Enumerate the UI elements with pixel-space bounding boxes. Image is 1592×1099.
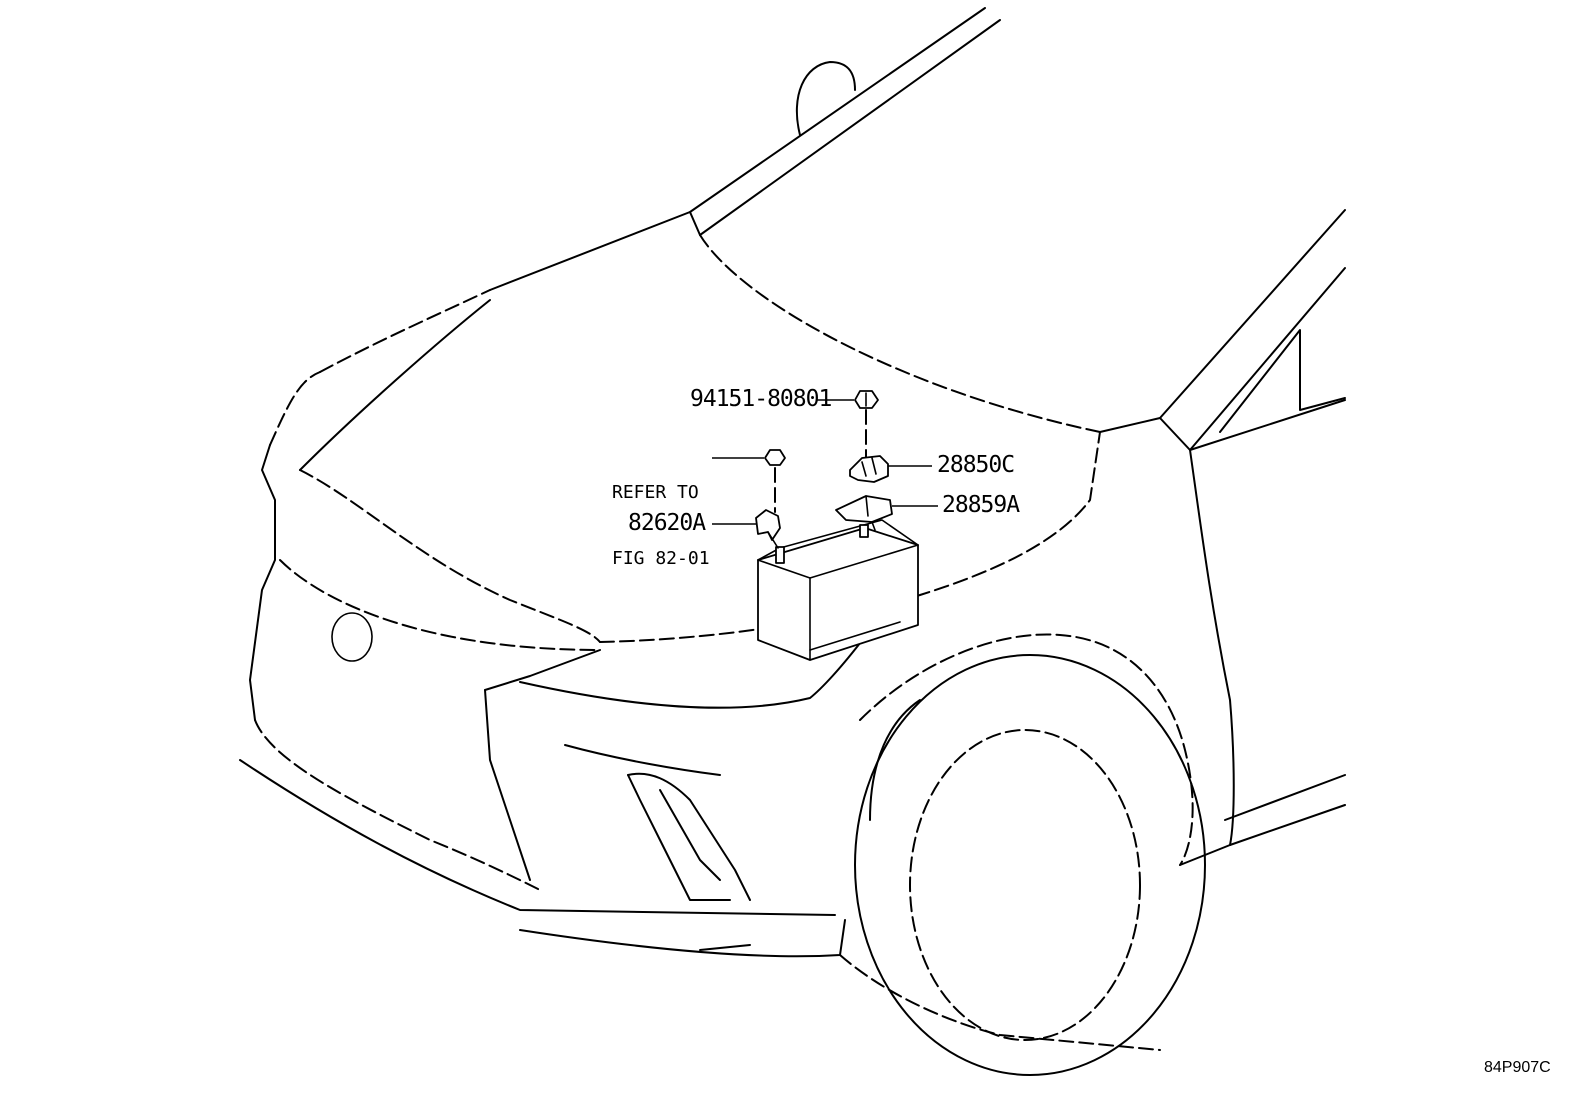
diagram-code: 84P907C	[1484, 1059, 1551, 1076]
battery	[757, 519, 919, 661]
vehicle-outline	[239, 7, 1346, 1076]
bracket-part	[835, 495, 893, 531]
part-label-bracket[interactable]: 28859A	[942, 492, 1020, 518]
reference-note-line1: REFER TO	[612, 482, 699, 503]
reference-note-line2: FIG 82-01	[612, 548, 710, 569]
part-label-terminal[interactable]: 82620A	[628, 510, 706, 536]
part-label-nut[interactable]: 94151-80801	[690, 386, 832, 412]
nut-part	[854, 390, 879, 409]
terminal-nut-part	[764, 449, 786, 466]
part-label-clamp[interactable]: 28850C	[937, 452, 1015, 478]
terminal-part	[755, 509, 781, 549]
clamp-part	[849, 455, 889, 483]
reference-note[interactable]: REFER TO FIG 82-01	[612, 438, 710, 592]
leader-lines	[712, 399, 938, 525]
